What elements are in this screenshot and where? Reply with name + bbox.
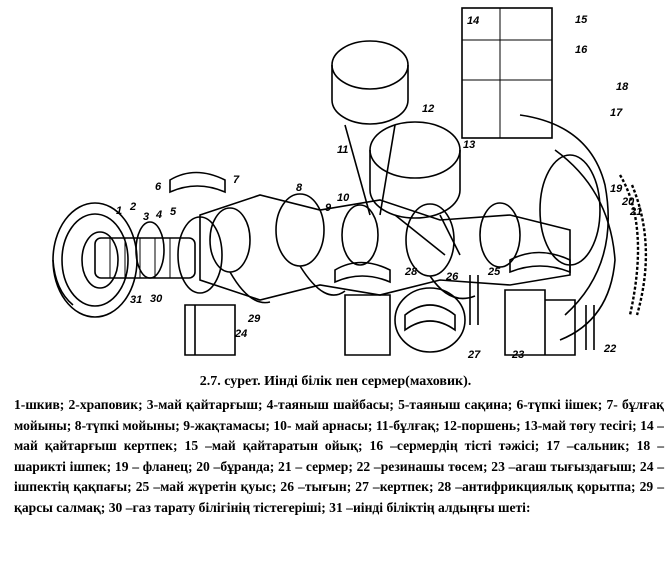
callout-13: 13 [463, 139, 475, 151]
legend-item: 3-май қайтарғыш; [146, 397, 267, 412]
legend-item: 13-май төгу тесігі; [524, 417, 641, 433]
legend-item: 28 –антифрикциялық қорытпа; [437, 479, 640, 495]
legend-item: 24 –ішпектің қақпағы; [14, 458, 665, 495]
callout-25: 25 [487, 266, 501, 278]
callout-27: 27 [467, 349, 481, 361]
legend-item: 30 –газ тарату білігінің тістегеріші; [108, 499, 330, 515]
callout-24: 24 [234, 328, 247, 340]
callout-31: 31 [130, 294, 142, 306]
callout-10: 10 [337, 192, 350, 204]
callout-9: 9 [325, 202, 332, 214]
legend-item: 11-бұлғақ; [375, 417, 444, 433]
flywheel-drawing [461, 7, 648, 341]
legend-item: 20 –бұранда; [196, 458, 279, 474]
legend-item: 26 –тығын; [280, 479, 356, 495]
callout-26: 26 [445, 271, 459, 283]
callout-6: 6 [155, 181, 162, 193]
legend-item: 6-түпкі іішек; [516, 397, 607, 412]
legend-item: 1-шкив; [14, 397, 69, 412]
legend-item: 10- май арнасы; [273, 417, 376, 433]
callout-3: 3 [143, 211, 149, 223]
crankshaft-flywheel-illustration: 1 2 3 4 5 6 7 8 9 10 11 12 13 14 15 16 1… [52, 7, 648, 361]
figure-caption: 2.7. сурет. Иінді білік пен сермер(махов… [199, 374, 472, 389]
callout-30: 30 [150, 293, 163, 305]
callout-29: 29 [247, 313, 261, 325]
legend-item: 29 –қарсы салмақ; [14, 479, 665, 515]
legend-item: 23 –агаш тығыздағыш; [491, 458, 640, 474]
legend-item: 8-түпкі мойыны; [74, 417, 184, 433]
callout-19: 19 [610, 183, 623, 195]
callout-12: 12 [422, 103, 434, 115]
callout-15: 15 [575, 14, 588, 26]
crankshaft-body-drawing [199, 193, 571, 304]
legend-item: 9-жақтамасы; [183, 417, 274, 433]
legend-item: 19 – фланец; [114, 458, 197, 474]
bearing-shells-drawing [169, 171, 595, 356]
callout-7: 7 [233, 174, 240, 186]
legend-item: 22 –резинашы төсем; [356, 458, 492, 474]
callout-1: 1 [116, 205, 122, 217]
legend-item: 15 –май қайтаратын ойық; [184, 438, 370, 454]
legend-item: 18 –шарикті ішпек; [14, 438, 664, 474]
callout-21: 21 [629, 206, 642, 218]
callout-18: 18 [616, 81, 629, 93]
callout-2: 2 [129, 201, 136, 213]
callout-16: 16 [575, 44, 588, 56]
pistons-drawing [331, 40, 461, 256]
legend-item: 17 –сальник; [546, 438, 637, 454]
callout-23: 23 [511, 349, 524, 361]
callout-22: 22 [603, 343, 616, 355]
legend-item: 14 –май қайтарғыш кертпек; [14, 417, 664, 454]
legend-item: 2-храповик; [68, 397, 147, 412]
figure-legend: 1-шкив; 2-храповик; 3-май қайтарғыш; 4-т… [14, 395, 664, 519]
callout-28: 28 [404, 266, 418, 278]
legend-item: 4-таяныш шайбасы; [266, 397, 399, 412]
callout-17: 17 [610, 107, 623, 119]
callout-8: 8 [296, 182, 303, 194]
callout-11: 11 [337, 144, 348, 156]
callout-4: 4 [155, 209, 162, 221]
legend-item: 31 –иінді біліктің алдыңғы шеті: [329, 499, 531, 515]
legend-item: 21 – сермер; [278, 458, 357, 474]
legend-item: 7- бұлғақ мойыны; [14, 397, 664, 433]
callout-14: 14 [467, 15, 479, 27]
legend-item: 12-поршень; [443, 417, 525, 433]
legend-item: 27 –кертпек; [355, 479, 438, 495]
legend-item: 16 –сермердің тісті тәжісі; [369, 438, 547, 454]
legend-item: 25 –май жүретін қуыс; [135, 479, 281, 495]
callout-20: 20 [621, 196, 635, 208]
callout-5: 5 [170, 206, 177, 218]
legend-item: 5-таяныш сақина; [398, 397, 517, 412]
